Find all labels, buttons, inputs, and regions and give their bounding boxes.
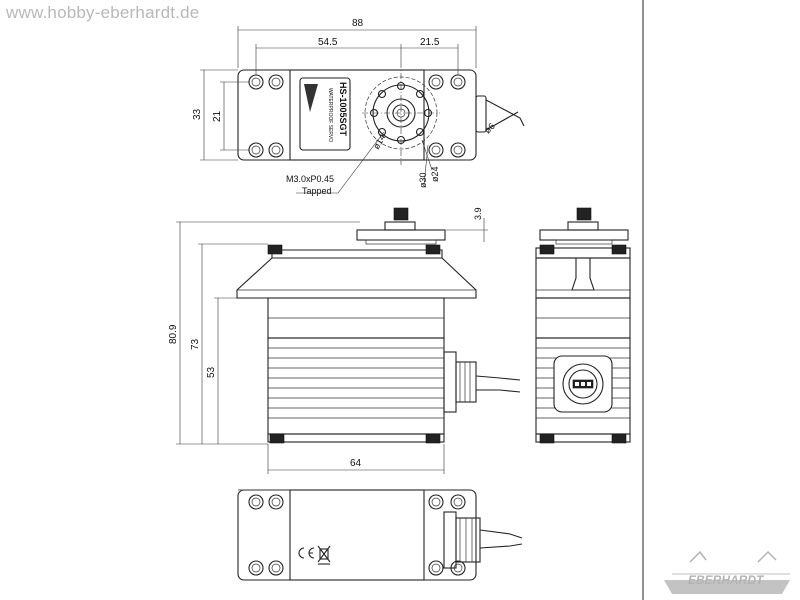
svg-text:21: 21 (212, 110, 223, 122)
mounting-hole-bl (248, 142, 264, 158)
cable-gland-front (443, 351, 521, 413)
side-view (535, 207, 631, 444)
bottom-hole-mr (450, 494, 466, 510)
dim-21-5: 21.5 (400, 37, 459, 75)
cable-gland-top (475, 95, 525, 133)
dim-88: 88 (237, 18, 477, 68)
callout-thread: M3.0xP0.45 (286, 174, 334, 184)
mounting-hole-tr (428, 74, 444, 90)
svg-text:21.5: 21.5 (420, 37, 440, 48)
dim-73: 73 (190, 243, 268, 444)
bottom-hole-bl (248, 560, 264, 576)
weee-bin-icon (317, 545, 331, 565)
mounting-hole-br (428, 142, 444, 158)
ce-mark-icon (298, 547, 315, 559)
svg-text:3.9: 3.9 (473, 207, 483, 220)
mounting-hole-mlb (268, 142, 284, 158)
top-view: HS-1005SGT WATERPROOF SERVO (192, 18, 525, 196)
dim-dia-24: ø24 (430, 166, 440, 182)
svg-text:33: 33 (192, 108, 203, 120)
watermark-url: www.hobby-eberhardt.de (6, 3, 200, 22)
svg-text:64: 64 (350, 458, 362, 469)
mounting-hole-mr (450, 74, 466, 90)
mounting-hole-ml (268, 74, 284, 90)
bottom-hole-ml (268, 494, 284, 510)
label-waterproof: WATERPROOF SERVO (327, 88, 333, 142)
dim-54-5: 54.5 (255, 37, 401, 75)
dim-dia-30: ø30 (418, 172, 428, 188)
svg-text:53: 53 (206, 366, 217, 378)
dim-dia-6: ø6 (482, 121, 497, 136)
callout-tapped: Tapped (302, 186, 332, 196)
dim-21: 21 (212, 81, 250, 151)
bottom-hole-tl (248, 494, 264, 510)
svg-text:80.9: 80.9 (168, 324, 179, 344)
bottom-hole-tr (428, 494, 444, 510)
dim-53: 53 (206, 297, 237, 444)
bottom-hole-mlb (268, 560, 284, 576)
dim-3-9: 3.9 (446, 207, 488, 242)
eberhardt-logo: EBERHARDT (664, 550, 790, 594)
svg-text:88: 88 (352, 18, 364, 29)
label-model: HS-1005SGT (338, 82, 348, 137)
bottom-view (237, 489, 523, 581)
dim-33: 33 (192, 69, 238, 161)
svg-text:73: 73 (190, 338, 201, 350)
front-view: 3.9 80.9 73 53 64 (168, 207, 521, 474)
bottom-hole-br (428, 560, 444, 576)
connector-port (553, 355, 613, 413)
svg-text:54.5: 54.5 (318, 37, 338, 48)
mounting-hole-mrb (450, 142, 466, 158)
dim-80-9: 80.9 (168, 221, 360, 445)
servo-label: HS-1005SGT WATERPROOF SERVO (299, 77, 351, 151)
thread-callout: M3.0xP0.45 Tapped (286, 131, 385, 196)
dim-64: 64 (267, 444, 445, 474)
logo-text: EBERHARDT (688, 573, 765, 587)
mounting-hole-tl (248, 74, 264, 90)
output-horn (362, 62, 440, 165)
cable-gland-bottom (443, 511, 523, 569)
cooling-fins (267, 337, 445, 435)
